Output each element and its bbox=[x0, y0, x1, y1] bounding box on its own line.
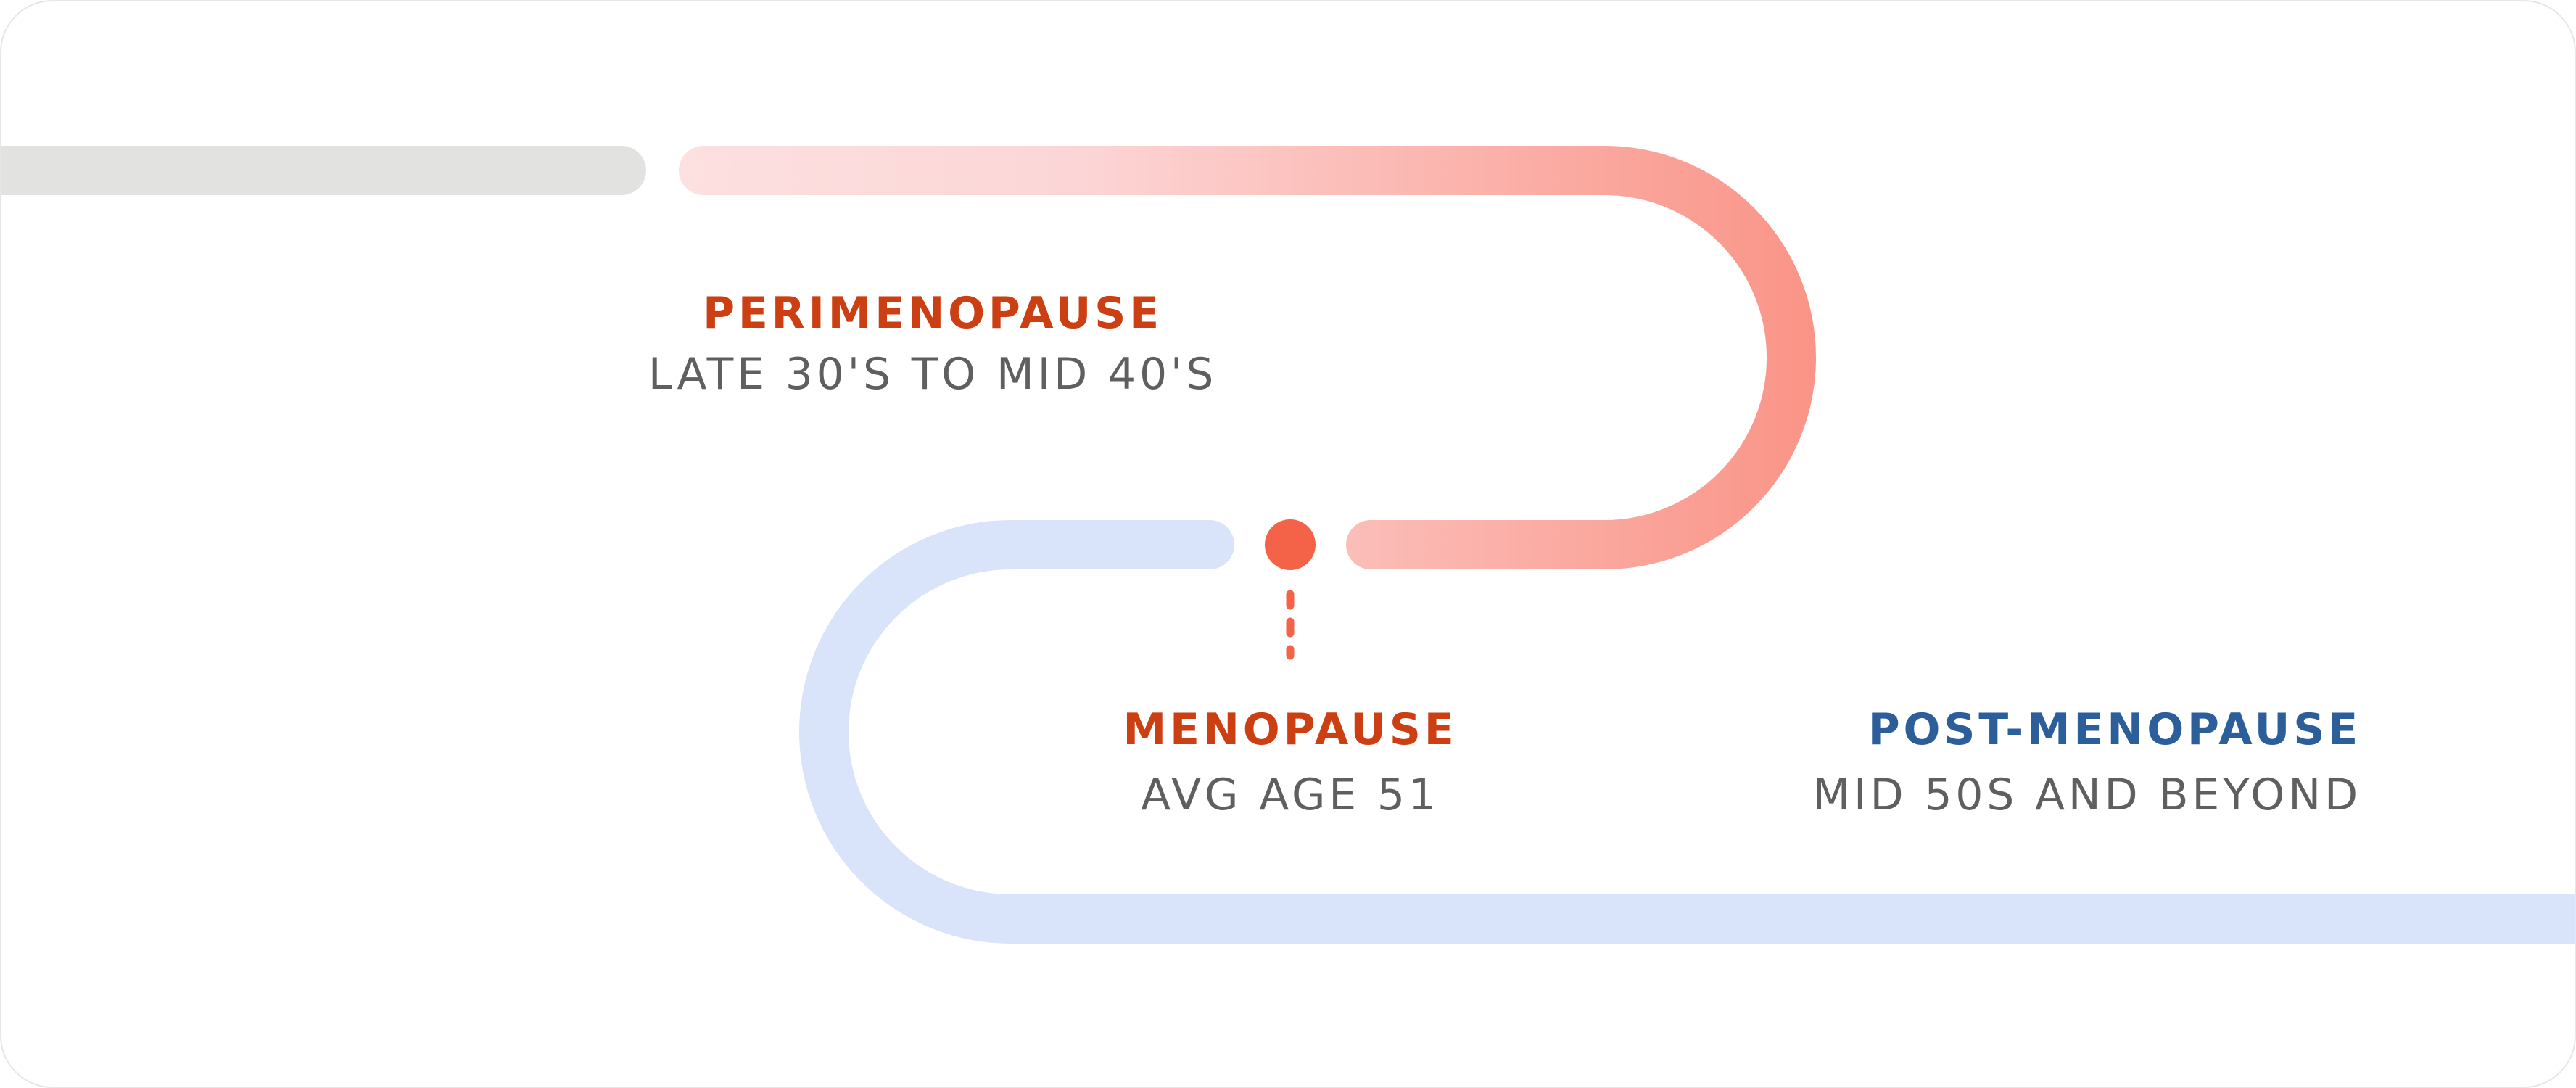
post-menopause-title: POST-MENOPAUSE bbox=[1867, 704, 2361, 755]
perimenopause-track bbox=[679, 146, 1816, 569]
post-menopause-track bbox=[799, 520, 2575, 944]
perimenopause-title: PERIMENOPAUSE bbox=[703, 288, 1163, 339]
menopause-marker-dot bbox=[1265, 519, 1316, 570]
post-menopause-subtitle: MID 50S AND BEYOND bbox=[1812, 770, 2361, 820]
menopause-subtitle: AVG AGE 51 bbox=[1141, 770, 1440, 820]
menopause-title: MENOPAUSE bbox=[1123, 704, 1458, 755]
perimenopause-subtitle: LATE 30'S TO MID 40'S bbox=[648, 349, 1218, 400]
